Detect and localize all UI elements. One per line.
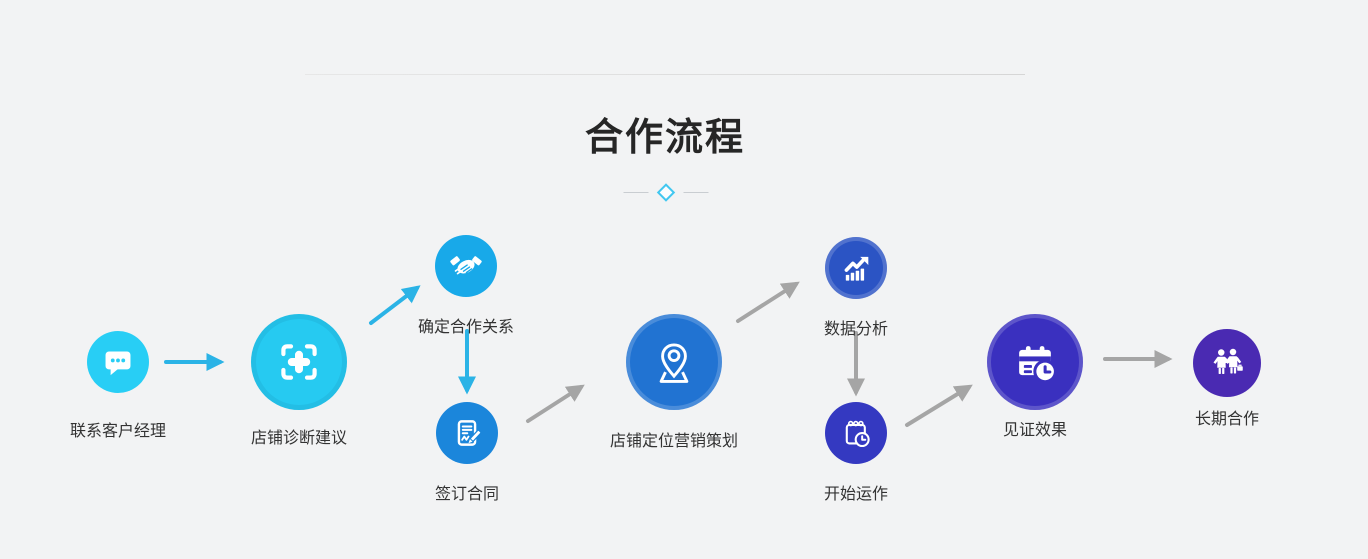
step-label: 开始运作 [823, 486, 889, 503]
process-step-sign-contract: 签订合同 [435, 402, 499, 503]
arrow-contract-to-positioning [526, 384, 585, 423]
step-circle [825, 402, 887, 464]
process-step-store-diagnosis: 店铺诊断建议 [251, 314, 347, 447]
step-label: 店铺定位营销策划 [609, 433, 739, 450]
arrow-diagnosis-to-confirm [369, 285, 421, 325]
step-circle [435, 235, 497, 297]
business-partners-icon [1213, 348, 1243, 374]
process-step-data-analysis: 数据分析 [824, 237, 888, 338]
step-circle [825, 237, 887, 299]
handshake-icon [450, 256, 482, 275]
map-pin-icon [659, 343, 689, 383]
calendar-clock-icon [1019, 346, 1057, 384]
step-circle [1193, 329, 1261, 397]
ornament-dash-right [683, 192, 709, 193]
scan-frame-plus-icon [281, 344, 317, 380]
step-label: 见证效果 [1002, 422, 1068, 439]
step-label: 签订合同 [434, 486, 500, 503]
process-step-contact-manager: 联系客户经理 [70, 331, 166, 440]
process-step-positioning-marketing: 店铺定位营销策划 [610, 314, 738, 450]
arrow-operation-to-results [905, 384, 973, 427]
step-circle [436, 402, 498, 464]
contract-sign-icon [457, 420, 482, 446]
step-label: 联系客户经理 [69, 423, 167, 440]
process-step-start-operation: 开始运作 [824, 402, 888, 503]
diamond-icon [656, 183, 676, 202]
growth-chart-icon [844, 256, 869, 281]
calendar-clock-outline-icon [845, 420, 870, 447]
process-step-longterm-cooperation: 长期合作 [1193, 329, 1261, 428]
step-label: 确定合作关系 [417, 319, 515, 336]
section-divider [305, 74, 1025, 75]
chat-bubble-icon [105, 351, 131, 376]
step-circle [87, 331, 149, 393]
process-step-witness-results: 见证效果 [987, 314, 1083, 439]
step-label: 店铺诊断建议 [250, 430, 348, 447]
step-label: 长期合作 [1194, 411, 1260, 428]
step-label: 数据分析 [823, 321, 889, 338]
step-circle [987, 314, 1083, 410]
arrow-positioning-to-analysis [736, 281, 800, 323]
step-circle [251, 314, 347, 410]
title-ornament [623, 183, 709, 202]
ornament-dash-left [623, 192, 649, 193]
page-title: 合作流程 [584, 117, 746, 159]
step-circle [626, 314, 722, 410]
process-step-confirm-cooperation: 确定合作关系 [418, 235, 514, 336]
